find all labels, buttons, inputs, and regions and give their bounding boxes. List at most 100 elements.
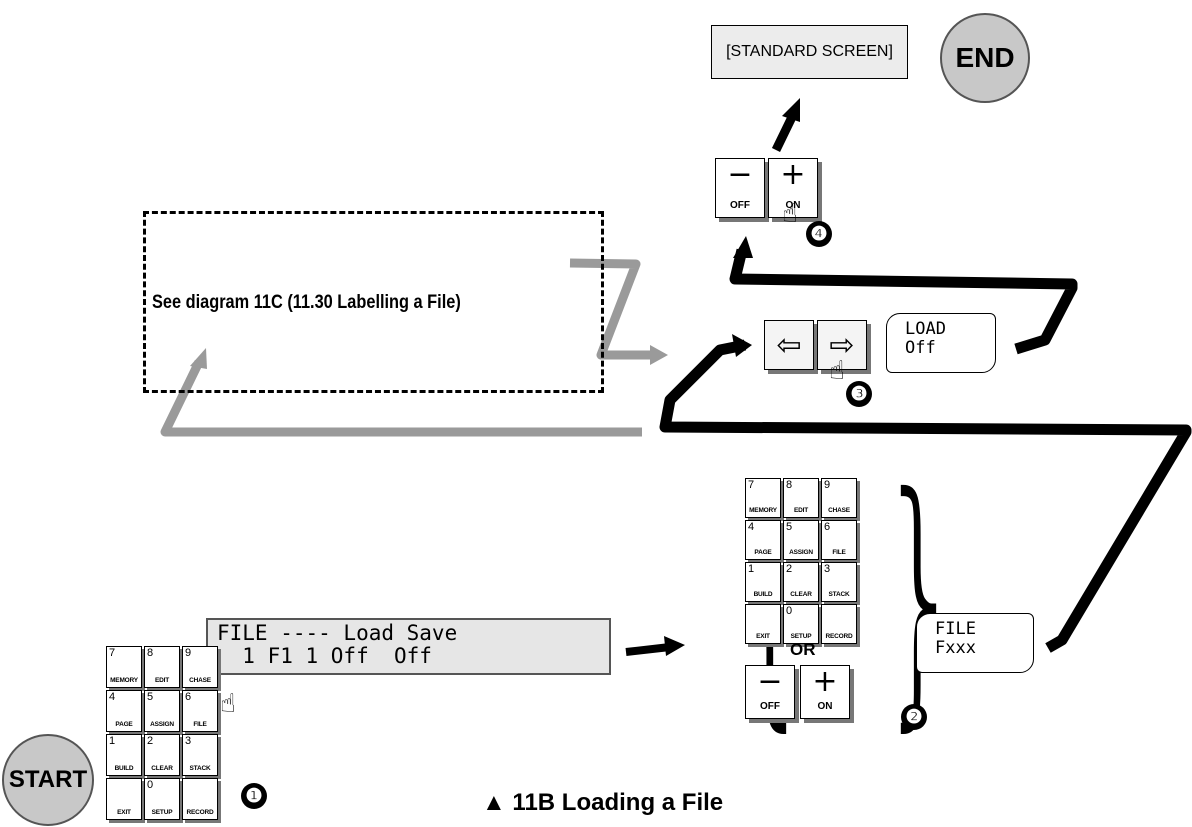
minus-symbol: − [727, 157, 753, 192]
minus-key-top[interactable]: − OFF [715, 158, 765, 218]
key-number: 0 [786, 605, 793, 617]
key-number: 6 [824, 521, 831, 533]
key-label: CLEAR [151, 765, 173, 772]
key-number: 8 [147, 647, 154, 659]
start-circle: START [2, 734, 94, 826]
load-display-line1: LOAD [905, 319, 946, 339]
main-key-record[interactable]: RECORD [182, 778, 218, 820]
key-number: 6 [185, 691, 192, 703]
key-label: EDIT [793, 507, 808, 514]
key-label: ASSIGN [150, 721, 174, 728]
key-label: RECORD [825, 633, 853, 640]
flow-arrowhead-to-keys [733, 236, 753, 258]
standard-screen-label: [STANDARD SCREEN] [726, 43, 893, 60]
key-number: 7 [109, 647, 116, 659]
key-number: 3 [824, 563, 831, 575]
step-4-marker: ❹ [806, 221, 832, 247]
cross-reference-box [143, 211, 604, 393]
key-label: CHASE [828, 507, 850, 514]
key-label: BUILD [114, 765, 134, 772]
arrow-right-icon: ⇨ [829, 327, 855, 363]
standard-screen-box: [STANDARD SCREEN] [711, 25, 908, 79]
key-label: MEMORY [110, 677, 138, 684]
key-number: 9 [185, 647, 192, 659]
pointing-hand-icon: ☝ [782, 198, 798, 228]
key-label: STACK [189, 765, 211, 772]
key-number: 7 [748, 479, 755, 491]
key-number: 9 [824, 479, 831, 491]
file-display-line2: Fxxx [935, 638, 976, 658]
plus-key-label: ON [785, 200, 801, 211]
key-label: EDIT [154, 677, 169, 684]
step-3-marker: ❸ [846, 381, 872, 407]
plus-key-top[interactable]: + ON [768, 158, 818, 218]
cross-reference-text: See diagram 11C (11.30 Labelling a File) [152, 292, 461, 313]
figure-caption: ▲ 11B Loading a File [482, 789, 724, 816]
load-display-line2: Off [905, 338, 936, 358]
key-number: 3 [185, 735, 192, 747]
option-key-exit[interactable]: EXIT [745, 604, 781, 644]
pointing-hand-icon: ☝ [220, 688, 236, 718]
arrow-left-key[interactable]: ⇦ [764, 320, 814, 370]
key-label: MEMORY [749, 507, 777, 514]
plus-symbol: + [812, 664, 838, 699]
key-label: RECORD [186, 809, 214, 816]
plus-key-label: ON [817, 701, 833, 712]
right-brace: } [877, 439, 964, 754]
key-label: SETUP [151, 809, 173, 816]
flow-line-load-to-keys [729, 248, 1078, 355]
file-display-line1: FILE [935, 619, 976, 639]
flow-line-file-to-arrows [659, 339, 1192, 653]
minus-key-bottom[interactable]: − OFF [745, 665, 795, 719]
key-label: FILE [193, 721, 207, 728]
step-1-marker: ❶ [241, 783, 267, 809]
flow-arrowhead-to-arrows [732, 334, 752, 357]
end-label: END [955, 42, 1015, 73]
option-key-record[interactable]: RECORD [821, 604, 857, 644]
minus-symbol: − [757, 664, 783, 699]
minus-key-label: OFF [730, 200, 750, 211]
plus-symbol: + [780, 157, 806, 192]
key-label: BUILD [753, 591, 773, 598]
key-number: 5 [786, 521, 793, 533]
key-number: 2 [147, 735, 154, 747]
key-number: 8 [786, 479, 793, 491]
key-label: PAGE [754, 549, 772, 556]
arrow-right-key[interactable]: ⇨ [817, 320, 867, 370]
key-label: CHASE [189, 677, 211, 684]
step-2-marker: ❷ [901, 704, 927, 730]
flow-gray-arrowhead-out [190, 348, 207, 369]
flow-arrowhead-to-standard-screen [782, 98, 800, 122]
flow-gray-arrowhead-in [650, 345, 668, 365]
lcd-line-2: 1 F1 1 Off Off [217, 644, 432, 668]
plus-key-bottom[interactable]: + ON [800, 665, 850, 719]
key-label: ASSIGN [789, 549, 813, 556]
start-label: START [8, 766, 88, 793]
main-key-exit[interactable]: EXIT [106, 778, 142, 820]
key-label: FILE [832, 549, 846, 556]
key-label: STACK [828, 591, 850, 598]
